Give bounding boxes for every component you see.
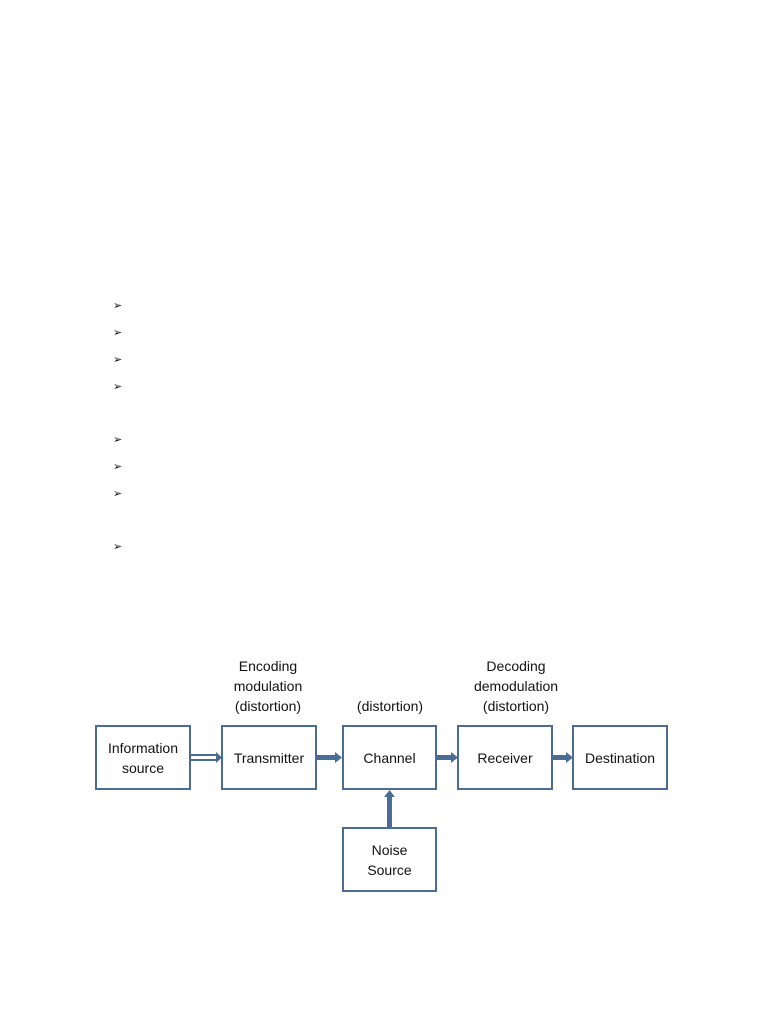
channel-box: Channel [342,725,437,790]
bullet-marker: ➢ [113,353,123,366]
channel-annotation: (distortion) [356,698,424,714]
receiver-box: Receiver [457,725,553,790]
bullet-marker: ➢ [113,460,123,473]
arrow-receiver-to-destination [552,752,573,763]
transmitter-box: Transmitter [221,725,317,790]
arrow-noise-to-channel [384,790,395,828]
bullet-marker: ➢ [113,487,123,500]
receiver-annotation: Decoding demodulation (distortion) [473,658,559,714]
information-source-box: Information source [95,725,191,790]
bullet-marker: ➢ [113,326,123,339]
transmitter-annotation: Encoding modulation (distortion) [233,658,303,714]
arrow-transmitter-to-channel [316,752,342,763]
arrow-channel-to-receiver [436,752,458,763]
noise-source-box: Noise Source [342,827,437,892]
bullet-marker: ➢ [113,540,123,553]
bullet-marker: ➢ [113,299,123,312]
bullet-marker: ➢ [113,433,123,446]
arrow-source-to-transmitter [190,752,222,763]
destination-box: Destination [572,725,668,790]
bullet-marker: ➢ [113,380,123,393]
